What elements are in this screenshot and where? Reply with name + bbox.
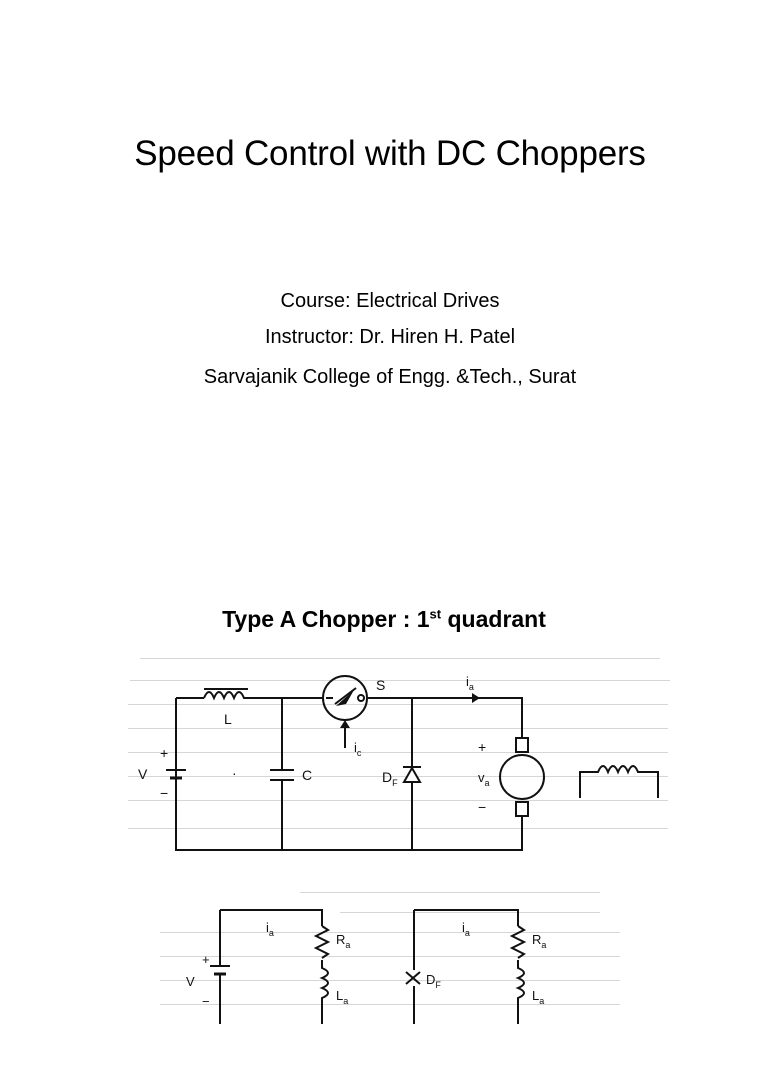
armature-current-label: ia <box>466 674 474 692</box>
motor-plus-label: + <box>478 739 486 755</box>
chopper-slide-title: Type A Chopper : 1st quadrant <box>0 606 768 633</box>
lower-right-ra-label: Ra <box>532 932 546 950</box>
battery-source-icon <box>166 769 186 780</box>
inductor-la-icon <box>319 960 329 1024</box>
inductor-la-right-icon <box>515 960 525 1024</box>
armature-voltage-label: va <box>478 770 490 788</box>
inductor-label: L <box>224 711 232 727</box>
institution-line: Sarvajanik College of Engg. &Tech., Sura… <box>203 366 577 388</box>
chopper-circuit-diagram: L + V − S ic C · <box>138 674 659 1024</box>
inductor-l-icon <box>203 691 248 701</box>
title-slide: Speed Control with DC Choppers Course: E… <box>0 0 768 512</box>
resistor-ra-right-icon <box>509 925 527 959</box>
dot-mark: · <box>232 765 237 781</box>
title-rest: quadrant <box>441 606 546 632</box>
course-line: Course: Electrical Drives <box>280 290 500 312</box>
chopper-slide: Type A Chopper : 1st quadrant L <box>0 576 768 1088</box>
field-winding-icon <box>579 765 659 798</box>
lower-left-ra-label: Ra <box>336 932 350 950</box>
source-plus-label: + <box>160 745 168 761</box>
lower-right-circuit <box>405 909 527 1024</box>
lower-right-diode-label: DF <box>426 972 441 990</box>
control-current-label: ic <box>354 740 362 758</box>
lower-left-current-label: ia <box>266 920 274 938</box>
slide-title: Speed Control with DC Choppers <box>134 134 646 173</box>
lower-left-plus-label: + <box>202 952 210 967</box>
capacitor-icon <box>270 769 294 781</box>
title-main: Type A Chopper : 1 <box>222 606 430 632</box>
lower-left-la-label: La <box>336 988 348 1006</box>
source-minus-label: − <box>160 785 168 801</box>
lower-left-minus-label: − <box>202 994 210 1009</box>
resistor-ra-icon <box>313 925 331 959</box>
thyristor-switch-icon <box>322 675 368 721</box>
switch-label: S <box>376 677 385 693</box>
lower-left-v-label: V <box>186 974 195 989</box>
source-v-label: V <box>138 766 148 782</box>
motor-minus-label: − <box>478 799 486 815</box>
lower-right-current-label: ia <box>462 920 470 938</box>
freewheeling-diode-icon <box>402 765 422 783</box>
diode-label: DF <box>382 769 398 788</box>
capacitor-label: C <box>302 767 312 783</box>
lower-right-la-label: La <box>532 988 544 1006</box>
lower-left-circuit <box>210 909 331 1024</box>
dc-motor-icon <box>499 737 545 817</box>
instructor-line: Instructor: Dr. Hiren H. Patel <box>264 326 516 348</box>
title-superscript: st <box>429 606 442 622</box>
